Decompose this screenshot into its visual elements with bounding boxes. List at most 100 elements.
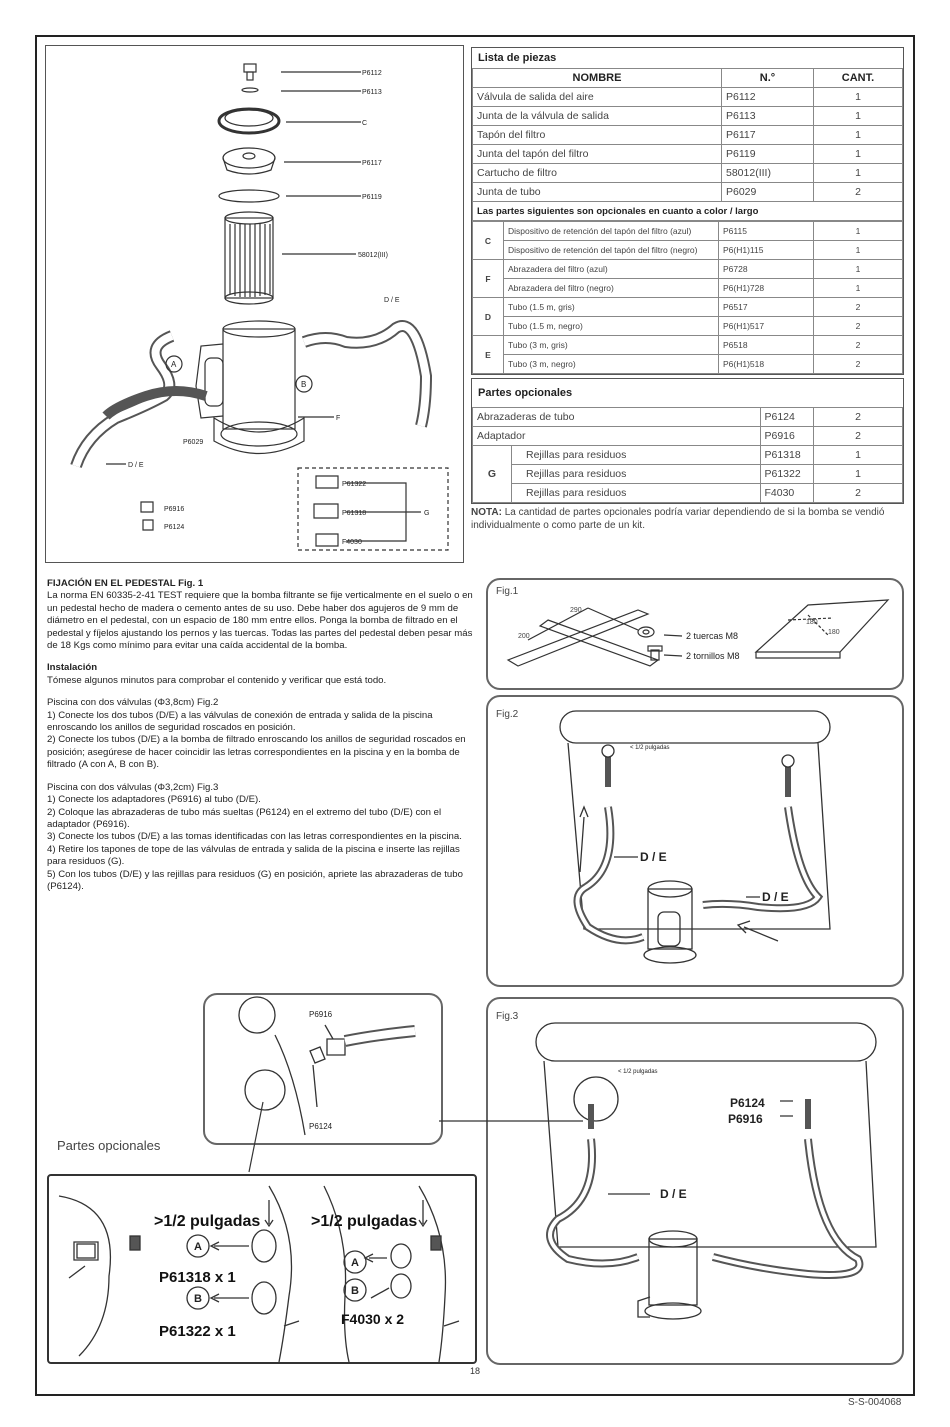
group-letter: E	[472, 335, 504, 374]
fig3-diagram: < 1/2 pulgadas P6124 P6916 D / E	[535, 1022, 877, 1320]
label-p6119: P6119	[362, 194, 382, 201]
label-p6113: P6113	[362, 89, 382, 96]
cell-name: Válvula de salida del aire	[472, 87, 722, 107]
exploded-diagram: P6112 P6113 C P6117 P6119 58012(III) D /…	[70, 63, 449, 551]
fig3-panel: Fig.3 < 1/2 pulgadas P6124 P6916 D / E	[486, 997, 904, 1365]
fig1-bolts: 2 tornillos M8	[686, 651, 740, 661]
fig1-dim-180b: 180	[828, 629, 840, 636]
fig1-title: Fig.1	[496, 586, 519, 597]
svg-text:A: A	[351, 1257, 359, 1269]
fig3-depth: < 1/2 pulgadas	[618, 1069, 658, 1075]
fig2-hose-label: D / E	[640, 850, 667, 864]
fig1-nuts: 2 tuercas M8	[686, 631, 738, 641]
fig1-dim-290: 290	[570, 607, 582, 614]
svg-text:B: B	[194, 1293, 202, 1305]
opt-bottom-panel: >1/2 pulgadas >1/2 pulgadas P61318 x 1 P…	[47, 1174, 477, 1364]
label-hose-left: D / E	[128, 462, 144, 469]
fig1-panel: Fig.1 290 200 180 180 2 tuercas M8 2 tor…	[486, 578, 904, 690]
label-p6029: P6029	[183, 439, 203, 446]
fig2-title: Fig.2	[496, 709, 519, 720]
opt-bottom-diagram: >1/2 pulgadas >1/2 pulgadas P61318 x 1 P…	[58, 1185, 460, 1362]
page-number: 18	[470, 1366, 481, 1376]
cell-code: P61322	[759, 464, 814, 484]
fig2-diagram: < 1/2 pulgadas D / E D / E	[559, 710, 831, 964]
parts-table: NOMBRE N.° CANT. Válvula de salida del a…	[472, 68, 903, 221]
exploded-view: P6112 P6113 C P6117 P6119 58012(III) D /…	[45, 45, 464, 563]
opt-b-label: P61322 x 1	[159, 1323, 236, 1340]
note-text: La cantidad de partes opcionales podría …	[471, 507, 885, 531]
fix-text: La norma EN 60335-2-41 TEST requiere que…	[47, 590, 473, 652]
fig3-title: Fig.3	[496, 1011, 519, 1022]
label-f4030: F4030	[342, 539, 362, 546]
cell-name: Junta de la válvula de salida	[472, 106, 722, 126]
p32-step: 5) Con los tubos (D/E) y las rejillas pa…	[47, 868, 463, 892]
svg-text:B: B	[351, 1285, 359, 1297]
label-hose-right: D / E	[384, 297, 400, 304]
fig3-hose-label: D / E	[660, 1187, 687, 1201]
optional-parts-title: Partes opcionales	[478, 387, 573, 399]
cell-name: Cartucho de filtro	[472, 163, 722, 183]
label-p6916: P6916	[164, 506, 184, 513]
install-text: Tómese algunos minutos para comprobar el…	[47, 674, 387, 686]
cell-name: Rejillas para residuos	[511, 483, 761, 503]
install-title: Instalación	[47, 662, 98, 674]
optional-note: Las partes siguientes son opcionales en …	[472, 201, 903, 221]
label-p6124: P6124	[164, 524, 184, 531]
label-g: G	[424, 510, 429, 517]
svg-text:B: B	[301, 380, 306, 389]
table-row: Dispositivo de retención del tapón del f…	[473, 240, 903, 260]
cell-name: Junta de tubo	[472, 182, 722, 202]
label-p6112: P6112	[362, 70, 382, 77]
detail-panel: P6916 P6124	[203, 993, 443, 1145]
parts-list: Lista de piezas NOMBRE N.° CANT. Válvula…	[471, 47, 904, 375]
label-f: F	[336, 415, 340, 422]
fig2-depth: < 1/2 pulgadas	[630, 745, 670, 751]
p38-step: 1) Conecte los dos tubos (D/E) a las vál…	[47, 709, 433, 734]
fig3-adapter: P6916	[728, 1112, 763, 1126]
cell-name: Tapón del filtro	[472, 125, 722, 145]
detail-adapter: P6916	[309, 1010, 333, 1019]
label-cartridge: 58012(III)	[358, 252, 388, 259]
doc-code: S-S-004068	[848, 1397, 902, 1408]
cell-qty: 2	[813, 483, 903, 503]
p32-title: Piscina con dos válvulas (Φ3,2cm) Fig.3	[47, 781, 219, 793]
opt-a-label: P61318 x 1	[159, 1269, 236, 1286]
detail-clamp: P6124	[309, 1122, 333, 1131]
detail-diagram: P6916 P6124	[238, 996, 416, 1136]
parts-list-title: Lista de piezas	[478, 52, 557, 64]
fig1-diagram: 290 200 180 180 2 tuercas M8 2 tornillos…	[506, 599, 890, 667]
p32-step: 1) Conecte los adaptadores (P6916) al tu…	[47, 794, 261, 806]
svg-text:A: A	[171, 360, 177, 369]
svg-text:A: A	[194, 1241, 202, 1253]
p38-title: Piscina con dos válvulas (Φ3,8cm) Fig.2	[47, 697, 219, 709]
cell-qty: 2	[813, 354, 903, 374]
label-c: C	[362, 120, 367, 127]
opt-left-depth: >1/2 pulgadas	[154, 1213, 260, 1230]
p32-step: 4) Retire los tapones de tope de las vál…	[47, 843, 460, 868]
label-p61322: P61322	[342, 481, 366, 488]
fig2-panel: Fig.2 < 1/2 pulgadas D / E D / E	[486, 695, 904, 987]
fix-title: FIJACIÓN EN EL PEDESTAL Fig. 1	[47, 578, 204, 589]
group-letter: G	[472, 445, 512, 503]
label-p6117: P6117	[362, 160, 382, 167]
p32-step: 3) Conecte los tubos (D/E) a las tomas i…	[47, 831, 462, 843]
note-label: NOTA:	[471, 507, 502, 518]
fig3-clamp: P6124	[730, 1096, 765, 1110]
cell-code: F4030	[759, 483, 814, 503]
fig1-dim-180a: 180	[806, 619, 818, 626]
cell-code: P61318	[759, 445, 814, 465]
